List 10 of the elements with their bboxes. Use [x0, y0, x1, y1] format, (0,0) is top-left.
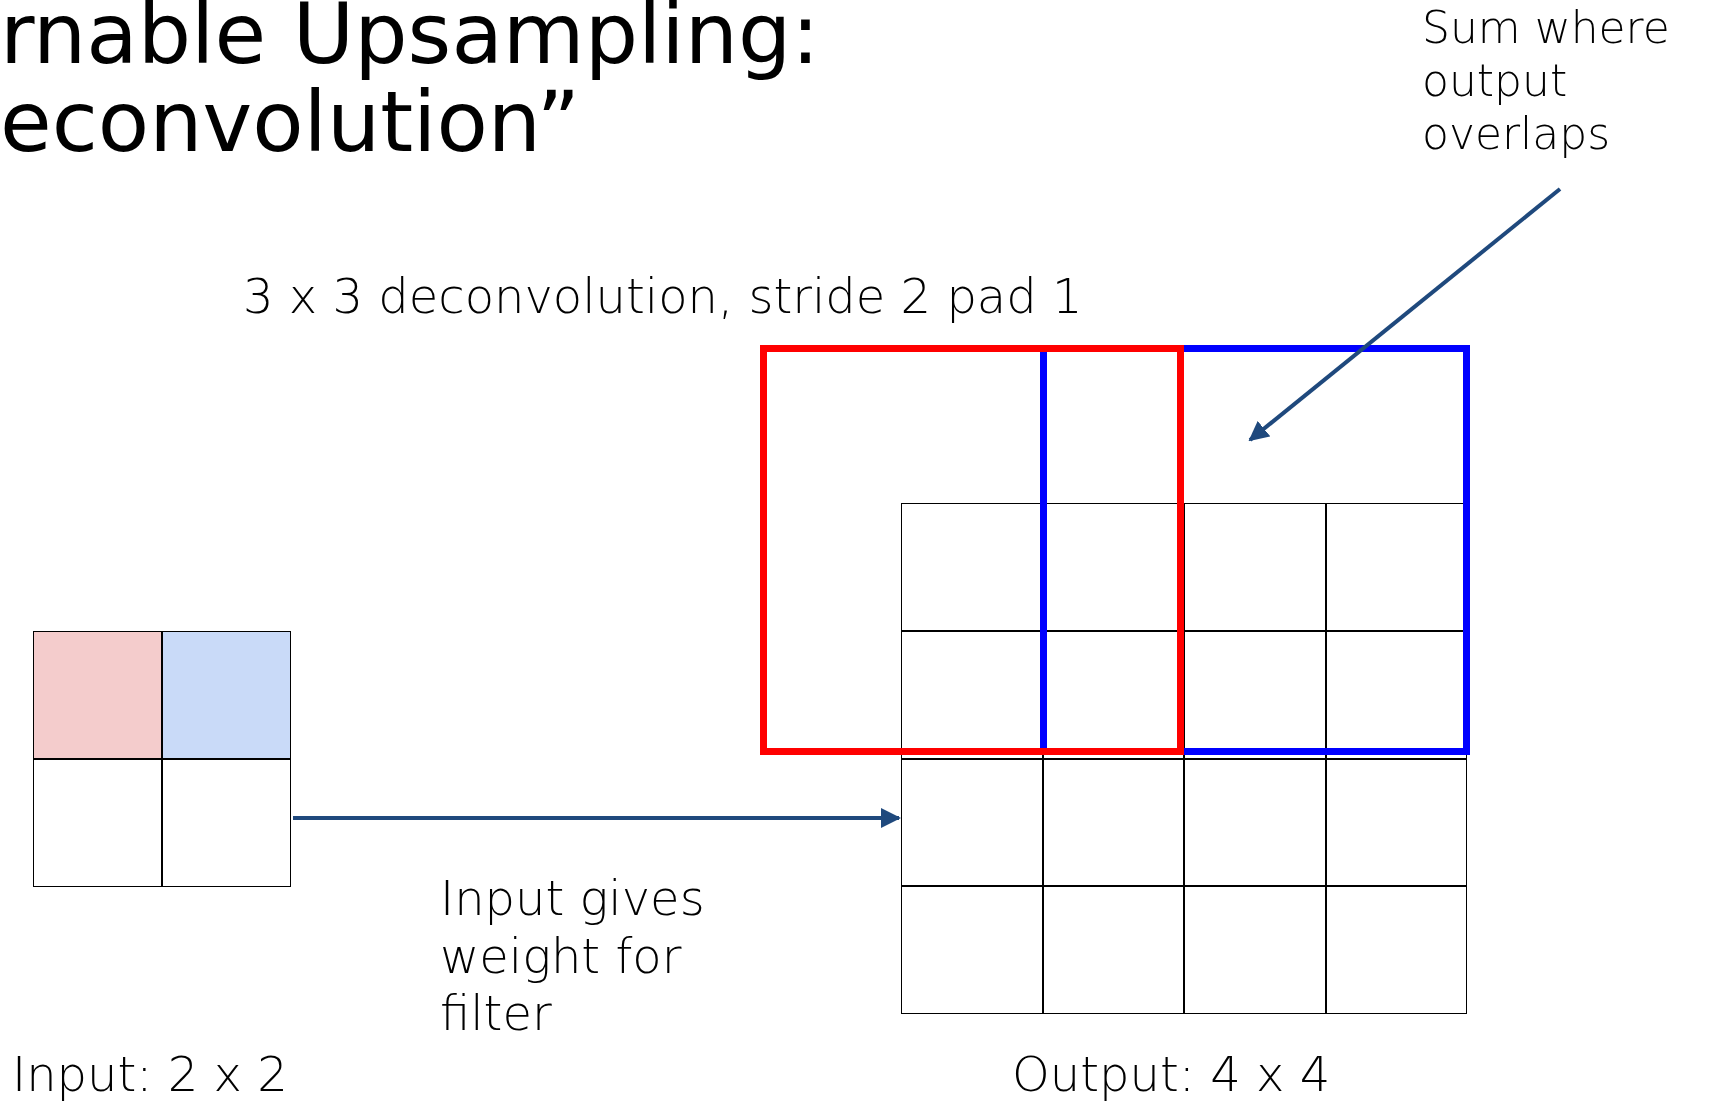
filter-outline	[760, 345, 1184, 755]
callout-text: Sum where output overlaps	[1422, 2, 1734, 161]
grid-caption: Input: 2 x 2	[12, 1046, 288, 1104]
arrow	[293, 808, 901, 828]
filter-outline	[1040, 345, 1470, 755]
grid	[901, 503, 1467, 1014]
grid-caption: Output: 4 x 4	[1012, 1046, 1331, 1104]
arrow	[1248, 187, 1562, 442]
diagram-label: 3 x 3 deconvolution, stride 2 pad 1	[243, 268, 1083, 326]
grid	[33, 631, 291, 887]
